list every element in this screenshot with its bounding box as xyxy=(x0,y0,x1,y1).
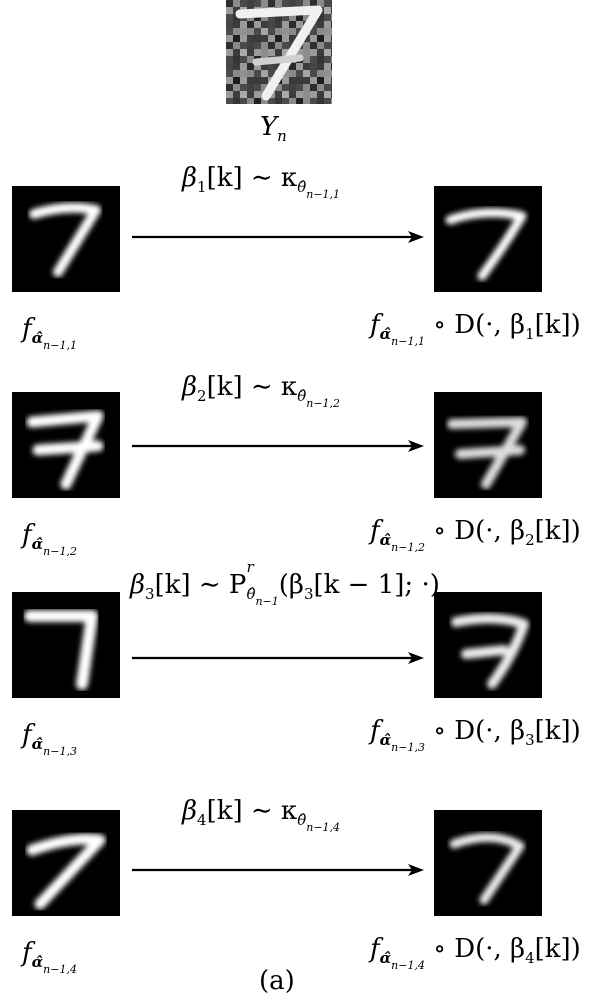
row-2-deformed-label: fα̂n−1,2 ∘ D(·, β2[k]) xyxy=(370,516,581,554)
row-2-deformed-image xyxy=(434,392,542,498)
row-2-source-label: fα̂n−1,2 xyxy=(22,520,77,558)
row-4-deformed-image xyxy=(434,810,542,916)
row-3-deformed-label: fα̂n−1,3 ∘ D(·, β3[k]) xyxy=(370,716,581,754)
row-4-source-label: fα̂n−1,4 xyxy=(22,938,77,976)
row-1-deformed-image xyxy=(434,186,542,292)
row-2-arrow xyxy=(132,440,424,452)
row-4-arrow-label: β4[k] ∼ κθ̂n−1,4 xyxy=(182,796,341,834)
row-1-arrow xyxy=(132,231,424,243)
row-4-deformed-label: fα̂n−1,4 ∘ D(·, β4[k]) xyxy=(370,934,581,972)
figure-caption: (a) xyxy=(259,966,295,996)
row-1-arrow-label: β1[k] ∼ κθ̂n−1,1 xyxy=(182,163,341,201)
row-4-arrow xyxy=(132,864,424,876)
row-3-deformed-image xyxy=(434,592,542,698)
row-1-source-image xyxy=(12,186,120,292)
row-1-source-label: fα̂n−1,1 xyxy=(22,314,77,352)
row-2-source-image xyxy=(12,392,120,498)
row-3-source-image xyxy=(12,592,120,698)
row-4-source-image xyxy=(12,810,120,916)
row-3-arrow xyxy=(132,652,424,664)
row-1-deformed-label: fα̂n−1,1 ∘ D(·, β1[k]) xyxy=(370,310,581,348)
observation-label: Yn xyxy=(260,112,287,145)
row-3-source-label: fα̂n−1,3 xyxy=(22,720,77,758)
observation-image xyxy=(226,0,332,104)
row-2-arrow-label: β2[k] ∼ κθ̂n−1,2 xyxy=(182,372,341,410)
